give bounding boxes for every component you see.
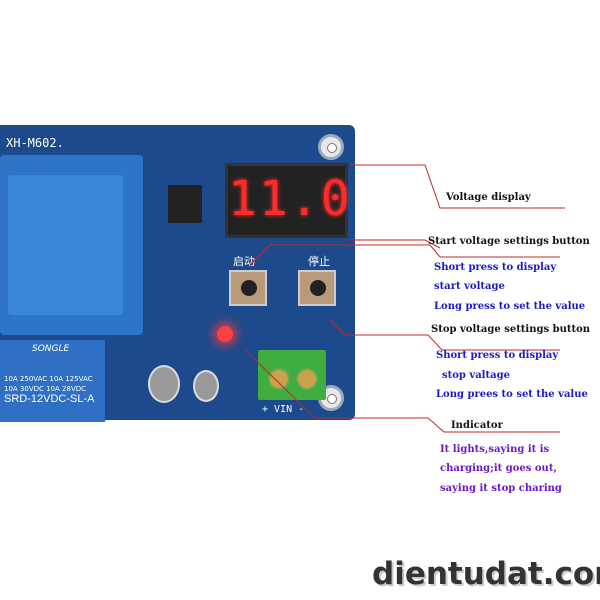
annotation-line: charging;it goes out, [440, 463, 557, 474]
vin-label: + VIN - [262, 404, 305, 415]
vin-terminal-block [258, 350, 326, 400]
relay-model: SRD-12VDC-SL-A [4, 393, 95, 405]
watermark: dientudat.com [372, 556, 600, 592]
board-model-label: XH-M602. [6, 136, 64, 150]
annotation-stop-title: Stop voltage settings button [431, 324, 591, 335]
leader-line-start-top [350, 239, 441, 249]
leader-line-indicator [244, 349, 560, 433]
capacitor [148, 365, 180, 403]
capacitor [193, 370, 219, 402]
annotation-line: stop valtage [442, 370, 510, 381]
annotation-line: Long prees to set the value [436, 389, 588, 400]
leader-line-stop [329, 319, 560, 351]
stop-label: 停止 [308, 255, 330, 268]
leader-line-start [249, 244, 560, 266]
annotation-line: Short press to display [434, 262, 557, 273]
start-button[interactable] [229, 270, 267, 306]
stop-button[interactable] [298, 270, 336, 306]
annotation-line: It lights,saying it is [440, 444, 550, 455]
start-label: 启动 [233, 255, 255, 268]
annotation-line: saying it stop charing [440, 483, 562, 494]
voltage-display: 11.0 [225, 163, 350, 238]
annotation-start-title: Start voltage settings button [428, 236, 590, 247]
relay-rating: 10A 30VDC 10A 28VDC [4, 385, 87, 393]
annotation-indicator-title: Indicator [451, 420, 503, 431]
microcontroller-chip [168, 185, 202, 223]
annotation-line: Long press to set the value [434, 301, 586, 312]
relay: SONGLE 10A 250VAC 10A 125VAC 10A 30VDC 1… [0, 340, 105, 422]
charging-indicator-led [217, 326, 233, 342]
leader-line-display [350, 164, 565, 209]
relay-rating: 10A 250VAC 10A 125VAC [4, 375, 93, 383]
transformer [0, 155, 143, 335]
annotation-line: Short press to display [436, 350, 559, 361]
annotation-voltage-display: Voltage display [446, 192, 531, 203]
mounting-hole [318, 134, 344, 160]
annotation-line: start voltage [434, 281, 505, 292]
relay-brand: SONGLE [32, 344, 70, 354]
